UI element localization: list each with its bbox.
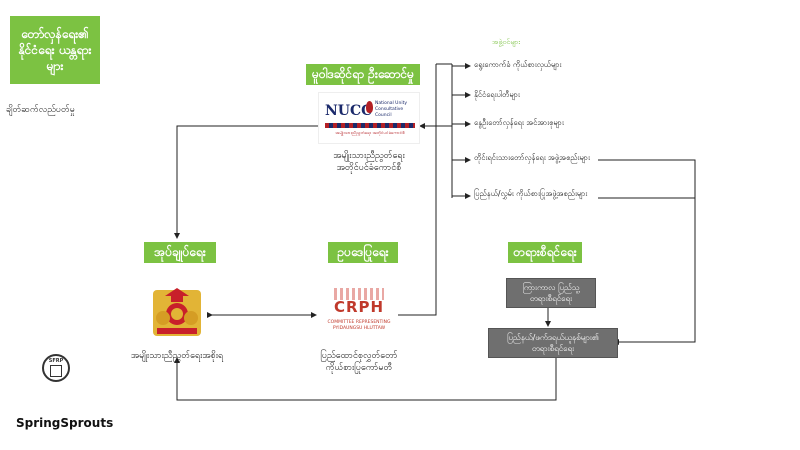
label-leadership: မူဝါဒဆိုင်ရာ ဦးဆောင်မှု [306,64,420,85]
crph-caption: ပြည်ထောင်စုလွှတ်တော် ကိုယ်စားပြုကော်မတီ [320,351,398,373]
member-item-1: ရွေးကောက်ခံ ကိုယ်စားလှယ်များ [474,60,562,69]
interim-court-box: ကြားကာလ ပြည်သူ့တရားစီရင်ရေး [506,278,596,308]
sfrp-logo: SFRP [42,354,70,382]
crph-logo-line2: PYIDAUNGSU HLUTTAW [332,326,386,331]
ethnic-to-judiciary [598,159,696,345]
crph-logo-text: CRPH [333,298,385,316]
nug-emblem-icon [153,288,201,336]
crph-pattern [334,288,384,300]
crph-nucc-riser [398,64,437,316]
nug-emblem [143,284,211,340]
crph-logo: CRPH COMMITTEE REPRESENTING PYIDAUNGSU H… [320,284,398,340]
nucc-pattern [325,123,415,128]
subtitle: ချိတ်ဆက်လည်ပတ်မှု [6,105,75,115]
nucc-logo-side-text: National Unity Consultative Council [375,101,408,118]
nucc-logo: NUCC National Unity Consultative Council… [318,92,420,144]
nucc-caption: အမျိုးသားညီညွတ်ရေး အတိုင်ပင်ခံကောင်စီ [333,151,405,173]
nucc-logo-sub: အမျိုးသားညီညွတ်ရေး အတိုင်ပင်ခံကောင်စီ [335,131,405,136]
member-item-5: ပြည်နယ်/လွှမ်း ကိုယ်စားပြုအဖွဲ့အစည်းများ [474,189,588,198]
member-item-2: နိုင်ငံရေးပါတီများ [474,90,520,99]
title-box: တော်လှန်ရေး၏ နိုင်ငံရေး ယန္တရားများ [10,16,100,84]
sfrp-logo-text: SFRP [48,358,64,364]
spring-sprouts-text: SpringSprouts [16,416,114,430]
label-executive: အုပ်ချုပ်ရေး [144,242,216,263]
title-text: တော်လှန်ရေး၏ နိုင်ငံရေး ယန္တရားများ [18,27,92,73]
member-item-4: တိုင်းရင်းသားတော်လှန်ရေး အဖွဲ့အစည်းများ [474,153,590,162]
nucc-nug-connector [174,123,323,239]
nucc-flame-icon [366,101,373,113]
sfrp-shield-icon [50,365,62,377]
label-legislative: ဥပဒေပြုရေး [328,242,398,263]
judiciary-nug-loop [174,357,557,401]
nug-caption: အမျိုးသားညီညွတ်ရေးအစိုးရ [130,351,224,361]
spring-sprouts-logo: SpringSprouts [16,416,113,430]
members-heading: အဖွဲ့ဝင်များ [492,38,520,46]
label-judicial: တရားစီရင်ရေး [508,242,582,263]
state-court-box: ပြည်နယ်/ဖက်ဒရယ်ယူနစ်များ၏ တရားစီရင်ရေး [488,328,618,358]
crph-logo-line1: COMMITTEE REPRESENTING [327,320,391,325]
member-item-3: နွေဦးတော်လှန်ရေး အင်အားစုများ [474,118,564,127]
nucc-logo-text: NUCC [325,103,373,119]
